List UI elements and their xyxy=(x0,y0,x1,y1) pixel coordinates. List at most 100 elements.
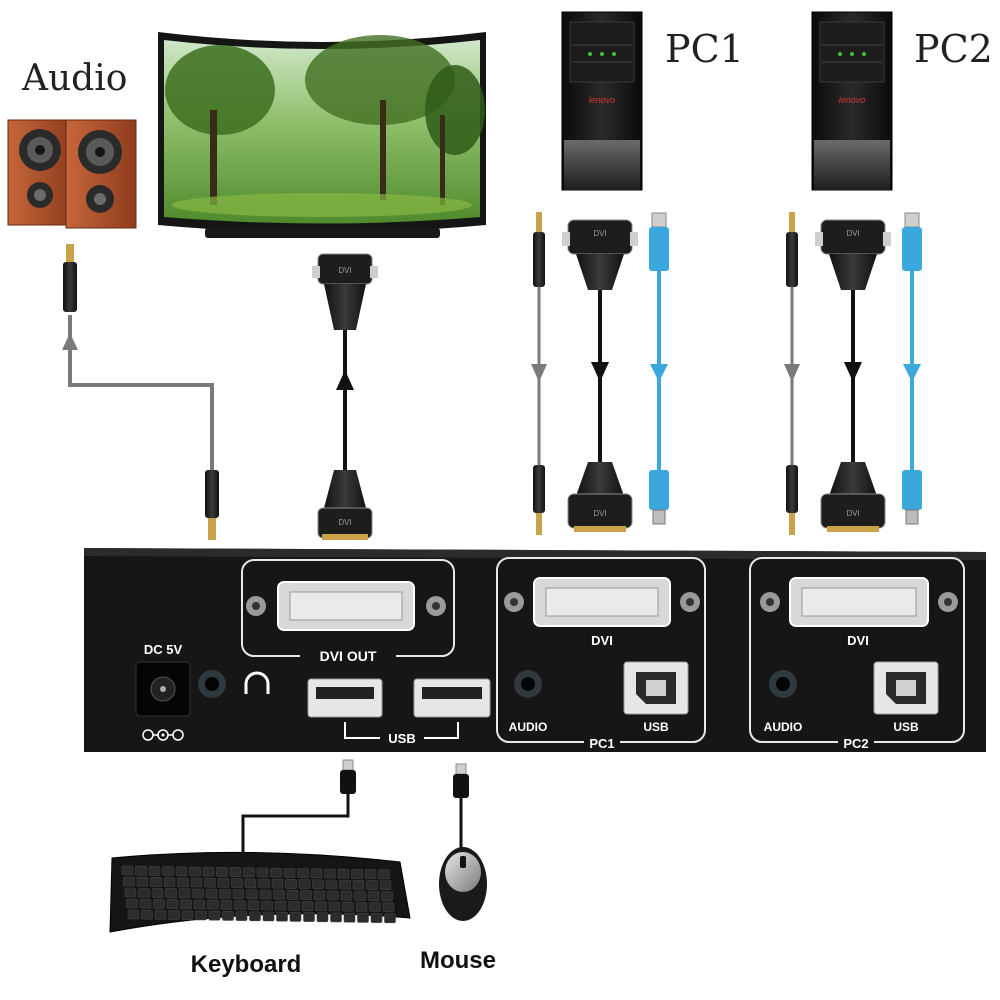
plug-mark: DVI xyxy=(846,509,859,518)
keyboard-key xyxy=(126,898,138,909)
pc1-label: PC1 xyxy=(665,27,744,71)
plug-mark: DVI xyxy=(593,229,606,238)
pc2-dvi-port xyxy=(760,577,958,627)
keyboard-key xyxy=(378,869,390,880)
keyboard-key xyxy=(232,889,245,899)
keyboard-usb-cable xyxy=(241,759,356,856)
dvi-out-port xyxy=(246,581,446,631)
pc2-label: PC2 xyxy=(914,27,993,71)
pc1-audio-cable xyxy=(531,212,547,535)
keyboard-key xyxy=(259,889,272,900)
keyboard-key xyxy=(153,899,165,909)
keyboard xyxy=(109,851,411,933)
keyboard-key xyxy=(246,889,258,900)
keyboard-key xyxy=(127,909,140,920)
usb-port-keyboard xyxy=(307,678,383,718)
keyboard-key xyxy=(229,867,242,877)
keyboard-key xyxy=(163,877,176,887)
keyboard-key xyxy=(193,899,206,910)
keyboard-key xyxy=(244,878,257,889)
audio-out-cable xyxy=(62,244,219,540)
plug-mark: DVI xyxy=(593,509,606,518)
arrow-down-icon xyxy=(903,364,921,382)
keyboard-key xyxy=(208,910,221,921)
pc2-audio-cable xyxy=(784,212,800,535)
tower-brand: lenovo xyxy=(589,95,616,105)
keyboard-key xyxy=(256,867,269,878)
keyboard-key xyxy=(178,888,191,899)
keyboard-key xyxy=(135,865,147,876)
mouse-label: Mouse xyxy=(420,947,496,974)
keyboard-key xyxy=(340,890,353,901)
plug-mark: DVI xyxy=(338,266,351,275)
keyboard-key xyxy=(289,912,302,922)
keyboard-key xyxy=(234,900,246,910)
pc1-tower: lenovo xyxy=(561,11,643,191)
keyboard-key xyxy=(343,912,356,923)
audio-label: Audio xyxy=(21,58,127,99)
pc1-dvi-port xyxy=(504,577,700,627)
keyboard-key xyxy=(175,866,188,877)
keyboard-key xyxy=(271,878,284,889)
keyboard-key xyxy=(168,910,180,920)
keyboard-key xyxy=(384,913,396,924)
arrow-down-icon xyxy=(591,362,609,382)
keyboard-key xyxy=(148,866,161,876)
keyboard-key xyxy=(310,868,323,879)
pc2-usb-label: USB xyxy=(893,720,919,734)
arrow-up-icon xyxy=(336,370,354,390)
polarity-icon xyxy=(142,729,184,741)
keyboard-key xyxy=(139,898,152,909)
keyboard-key xyxy=(367,891,380,901)
dvi-out-label: DVI OUT xyxy=(320,648,377,664)
keyboard-key xyxy=(324,868,336,879)
speaker-left xyxy=(7,119,73,226)
keyboard-key xyxy=(382,902,395,913)
keyboard-key xyxy=(381,891,393,902)
keyboard-key xyxy=(297,868,309,878)
keyboard-key xyxy=(286,890,299,900)
keyboard-key xyxy=(207,899,219,910)
keyboard-key xyxy=(298,879,311,889)
keyboard-key xyxy=(192,888,204,899)
keyboard-key xyxy=(315,901,327,912)
audio-speakers: Audio xyxy=(7,58,137,229)
pc1-dvi-cable: DVI DVI xyxy=(562,219,638,532)
keyboard-key xyxy=(219,889,231,899)
keyboard-key xyxy=(337,868,350,879)
keyboard-key xyxy=(303,912,315,922)
keyboard-key xyxy=(285,879,297,889)
keyboard-key xyxy=(177,877,189,888)
keyboard-key xyxy=(270,867,282,878)
pc2-tower: lenovo xyxy=(811,11,893,191)
keyboard-key xyxy=(202,866,215,877)
keyboard-key xyxy=(355,902,368,912)
keyboard-key xyxy=(121,865,134,876)
keyboard-key xyxy=(189,866,201,877)
keyboard-key xyxy=(352,880,365,890)
keyboard-key xyxy=(258,878,270,889)
keyboard-key xyxy=(262,911,275,922)
keyboard-label: Keyboard xyxy=(191,951,302,978)
plug-mark: DVI xyxy=(846,229,859,238)
keyboard-key xyxy=(273,889,285,900)
kvm-switch-panel: DC 5V DVI OUT xyxy=(84,548,986,752)
keyboard-key xyxy=(283,868,296,878)
speaker-right xyxy=(65,119,137,229)
keyboard-key xyxy=(205,888,218,899)
keyboard-key xyxy=(150,877,162,887)
keyboard-key xyxy=(354,891,366,901)
keyboard-key xyxy=(328,901,341,912)
pc2-dvi-label: DVI xyxy=(847,633,869,648)
usb-group-label: USB xyxy=(388,731,415,746)
mouse xyxy=(439,847,487,921)
keyboard-key xyxy=(235,911,248,921)
pc2-usb-cable xyxy=(902,212,922,525)
keyboard-key xyxy=(195,910,207,921)
arrow-down-icon xyxy=(650,364,668,382)
keyboard-key xyxy=(339,879,351,890)
headphone-icon xyxy=(244,671,270,694)
keyboard-key xyxy=(249,911,261,922)
arrow-up-icon xyxy=(62,333,78,350)
